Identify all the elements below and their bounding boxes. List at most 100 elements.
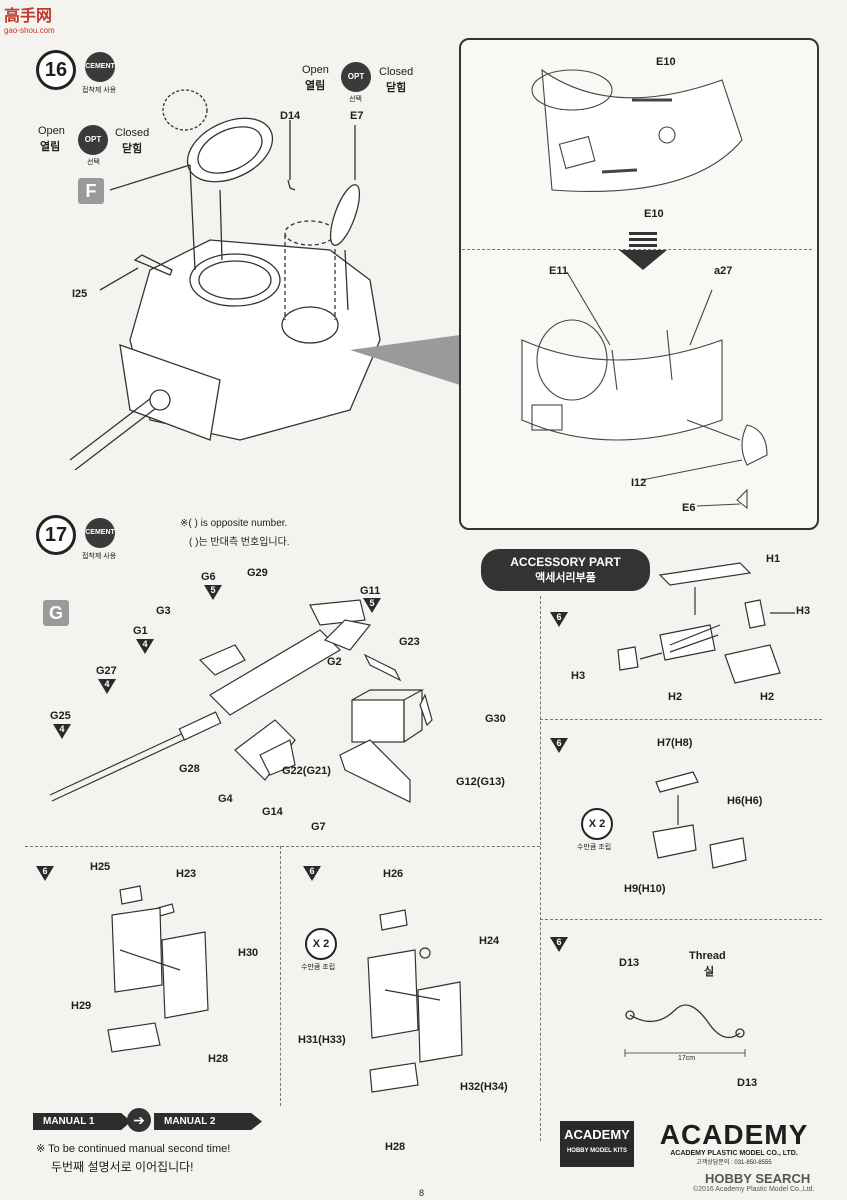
label-g14: G14 (262, 806, 283, 818)
label-e6: E6 (682, 502, 696, 514)
gun-barrel (69, 394, 161, 470)
academy-wordmark: ACADEMY ACADEMY PLASTIC MODEL CO., LTD. … (649, 1119, 819, 1167)
label-e7: E7 (350, 110, 364, 122)
manual-arrow-icon: ➔ (127, 1108, 151, 1132)
bottom-divider-v (280, 846, 281, 1106)
tri-g1-value: 4 (142, 639, 148, 649)
acc2-h6: H6(H6) (727, 795, 763, 807)
tri-g27-value: 4 (104, 679, 110, 689)
bm-h24: H24 (479, 935, 500, 947)
tri-g6: 5 (204, 585, 222, 600)
detail-down-arrow (619, 232, 667, 270)
label-g3: G3 (156, 605, 171, 617)
hatch-lid (186, 117, 274, 183)
acc2-h7: H7(H8) (657, 737, 693, 749)
opt-left-closed: Closed (115, 127, 150, 139)
opt-left-open-kr: 열림 (40, 141, 61, 153)
bl-h23: H23 (176, 868, 197, 880)
acc3-tri-value: 6 (556, 937, 562, 947)
label-g25: G25 (50, 710, 71, 722)
bm-h28: H28 (385, 1141, 406, 1153)
acc1-drawing (617, 562, 795, 684)
academy-logo-box-sub: HOBBY MODEL KITS (566, 1148, 628, 1154)
step-17-cement-badge: CEMENT (85, 518, 115, 548)
acc2-x2-caption: 수만큼 조립 (577, 844, 612, 851)
step-17-number: 17 (36, 515, 76, 555)
label-g12: G12(G13) (456, 776, 505, 788)
label-g27: G27 (96, 665, 117, 677)
label-g28: G28 (179, 763, 200, 775)
label-e10-bottom: E10 (644, 208, 664, 220)
opt-left-closed-kr: 닫힘 (122, 143, 143, 155)
watermark-top-logo: 高手网 (4, 8, 53, 25)
tri-g11-value: 5 (369, 598, 375, 608)
ammo-tray (339, 739, 411, 803)
label-g23: G23 (399, 636, 420, 648)
hobby-search-watermark: HOBBY SEARCH (705, 1171, 811, 1186)
acc3-thread-kr: 실 (704, 966, 715, 978)
bl-h28: H28 (208, 1053, 229, 1065)
jerrycan-left-drawing (107, 885, 209, 1053)
opt-left-badge-caption: 선택 (87, 159, 100, 166)
acc3-d13a: D13 (619, 957, 640, 969)
acc1-h2a: H2 (668, 691, 683, 703)
academy-wordmark-text: ACADEMY (659, 1119, 809, 1150)
bm-h26: H26 (383, 868, 404, 880)
opt-top-badge-caption: 선택 (349, 96, 362, 103)
tri-g25-value: 4 (59, 724, 65, 734)
label-g7: G7 (311, 821, 326, 833)
label-i12: I12 (631, 477, 647, 489)
acc1-h1: H1 (766, 553, 781, 565)
label-d14: D14 (280, 110, 301, 122)
loader-hatch-opening (281, 306, 339, 344)
mg-barrel (49, 729, 193, 802)
acc1-tri-value: 6 (556, 612, 562, 622)
watermark-top: 高手网 gao-shou.com (4, 2, 55, 35)
accessory-header: ACCESSORY PART 액세서리부품 (481, 549, 650, 591)
step-17-note-kr: ( )는 반대측 번호입니다. (189, 537, 290, 548)
opt-top-closed-kr: 닫힘 (386, 82, 407, 94)
acc2-drawing (652, 771, 747, 869)
acc1-tri: 6 (550, 612, 568, 627)
bm-x2-badge: X 2 (305, 928, 337, 960)
page-number: 8 (419, 1188, 425, 1198)
academy-logo-box: ACADEMY HOBBY MODEL KITS (560, 1121, 634, 1167)
label-i25: I25 (72, 288, 88, 300)
bm-x2-caption: 수만큼 조립 (301, 964, 336, 971)
label-g22: G22(G21) (282, 765, 331, 777)
acc1-h3a: H3 (571, 670, 586, 682)
machine-gun-drawing (49, 599, 433, 803)
label-g29: G29 (247, 567, 268, 579)
cupola-ring (189, 253, 281, 307)
bm-h31: H31(H33) (298, 1034, 346, 1046)
label-g6: G6 (201, 571, 216, 583)
bm-h32: H32(H34) (460, 1081, 508, 1093)
label-a27: a27 (714, 265, 733, 277)
label-e10-top: E10 (656, 56, 676, 68)
step-17-bottom-divider (25, 846, 540, 847)
opt-top-closed: Closed (379, 66, 414, 78)
acc2-h9: H9(H10) (624, 883, 666, 895)
ammo-box (351, 699, 405, 743)
bl-h29: H29 (71, 1000, 92, 1012)
tri-g11: 5 (363, 598, 381, 613)
accessory-divider-2 (540, 919, 822, 920)
label-g2: G2 (327, 656, 342, 668)
acc2-x2-badge: X 2 (581, 808, 613, 840)
acc3-measure: 17cm (678, 1055, 696, 1062)
bm-tri-value: 6 (309, 866, 315, 876)
tri-g25: 4 (53, 724, 71, 739)
tri-g27: 4 (98, 679, 116, 694)
manual-1-pill: MANUAL 1 (33, 1113, 131, 1130)
label-g4: G4 (218, 793, 233, 805)
acc3-tri: 6 (550, 937, 568, 952)
step-16-letter-f: F (78, 178, 104, 204)
copyright: ©2016 Academy Plastic Model Co.,Ltd. (693, 1186, 815, 1193)
manual-2-pill: MANUAL 2 (154, 1113, 262, 1130)
acc1-h2b: H2 (760, 691, 775, 703)
label-g30: G30 (485, 713, 506, 725)
mg-receiver (209, 629, 341, 716)
academy-company-name: ACADEMY PLASTIC MODEL CO., LTD. (670, 1150, 798, 1157)
label-e11: E11 (549, 265, 568, 277)
bl-h30: H30 (238, 947, 259, 959)
